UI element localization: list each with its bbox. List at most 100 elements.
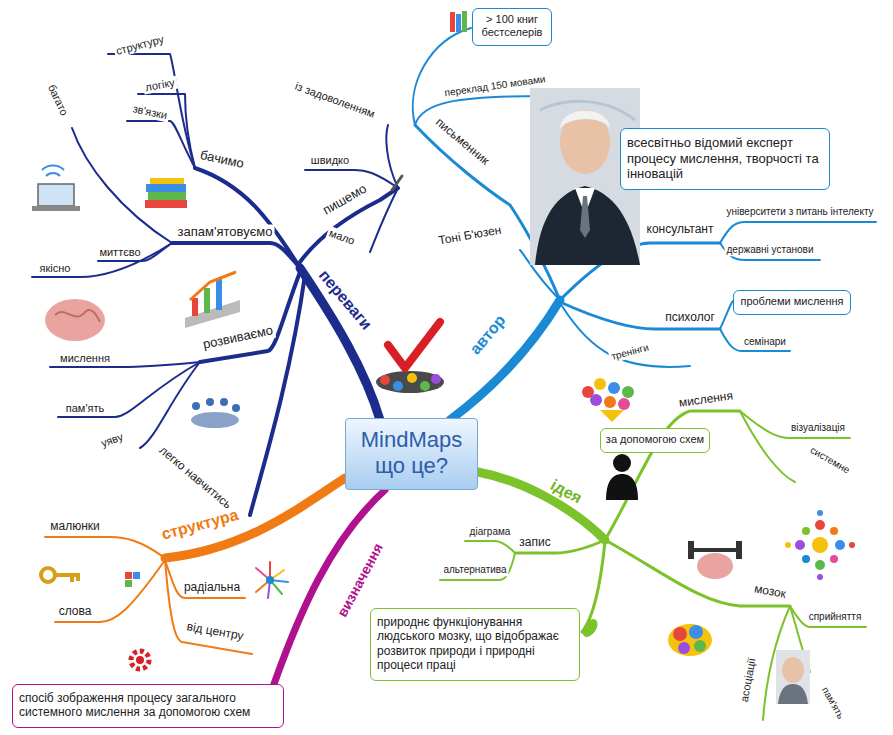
leaf-label: бачимо [197, 148, 247, 173]
leaf-label: зв'язки [130, 102, 171, 122]
thinking-man-photo [778, 684, 808, 704]
leaf-label: запам'ятовуємо [176, 225, 275, 240]
leaf-label: пам'ять [64, 402, 106, 415]
branch-lines-blue [720, 329, 790, 351]
leaf-label: візуалізація [789, 422, 847, 434]
ideas-cloud-icon [590, 394, 602, 406]
text-box: за допомогою схем [600, 428, 710, 453]
text-box: > 100 книг бестселерів [472, 8, 552, 46]
chart-icon [204, 288, 210, 313]
structure-icon [125, 572, 140, 587]
books-icon [456, 14, 461, 32]
leaf-label: мислення [676, 389, 736, 411]
books-stack-icon [146, 184, 186, 192]
chart-icon [185, 272, 240, 328]
people-icon [220, 398, 228, 406]
brain-weights-icon [736, 541, 742, 559]
people-icon [192, 402, 200, 410]
leaf-icon [579, 616, 600, 639]
ideas-cloud-icon [622, 386, 634, 398]
thinking-man-photo [776, 650, 810, 704]
central-topic-text: MindMaps що це? [354, 427, 469, 480]
box-text: проблеми мислення [738, 295, 846, 308]
starburst-icon [815, 560, 825, 570]
branch-lines-green [440, 553, 515, 580]
branch-lines-blue [413, 28, 471, 125]
structure-icon [133, 572, 140, 579]
starburst-icon [830, 527, 838, 535]
text-box: проблеми мислення [733, 290, 851, 315]
pen-icon [392, 176, 402, 190]
branch-connector [274, 490, 385, 684]
ideas-cloud-icon [594, 378, 606, 390]
leaf-label: Тоні Б'юзен [436, 223, 505, 248]
leaf-label: консультант [645, 223, 716, 237]
branch-lines-orange [45, 478, 345, 654]
branch-lines-orange [165, 560, 252, 654]
ideas-cloud-icon [608, 382, 620, 394]
leaf-label: університети з питань інтелекту [724, 206, 875, 218]
books-stack-icon [148, 192, 186, 200]
brain-weights-icon [688, 541, 694, 559]
box-text: природнє функціонування людського мозку,… [377, 615, 573, 673]
branch-lines-orange [55, 560, 165, 622]
starburst-icon [802, 555, 810, 563]
books-stack-icon [150, 178, 184, 184]
laptop-icon [42, 166, 64, 171]
chart-icon [216, 278, 222, 310]
checkmark-icon [407, 373, 417, 383]
starburst-icon [817, 574, 823, 580]
laptop-icon [46, 173, 60, 176]
gear-icon [131, 651, 149, 669]
leaf-label: малюнки [48, 520, 102, 534]
leaf-label: швидко [309, 154, 351, 167]
person-silhouette [606, 454, 638, 500]
checkmark-icon [393, 381, 403, 391]
leaf-label: мислення [58, 352, 112, 365]
branch-lines-green [740, 411, 795, 482]
starburst-icon [835, 540, 845, 550]
books-stack-icon [145, 200, 187, 208]
leaf-label: пишемо [319, 180, 372, 219]
key-icon [55, 575, 80, 582]
leaf-label: легко навчитись [155, 443, 236, 514]
checkmark-icon [376, 322, 444, 393]
leaf-label: семінари [742, 336, 788, 348]
leaf-label: альтернатива [441, 564, 508, 576]
leaf-label: психолог [663, 311, 717, 325]
brain-icon [45, 299, 105, 341]
branch-lines-navy [58, 362, 200, 417]
people-icon [191, 412, 239, 428]
brain-weights-icon [688, 541, 742, 579]
chart-icon [190, 272, 236, 300]
books-icon [450, 12, 455, 32]
branch-lines-orange [165, 560, 245, 598]
leaf-label: діаграма [468, 526, 513, 538]
leaf-label: переклад 150 мовами [442, 73, 548, 99]
leaf-label: миттєво [97, 246, 142, 259]
brain-weights-icon [690, 548, 740, 552]
leaf-label: розвиваємо [200, 323, 277, 353]
laptop-icon [32, 166, 80, 212]
gear-icon [136, 656, 144, 664]
color-brain-icon [678, 642, 690, 654]
branch-lines-navy [108, 54, 195, 168]
leaf-label: системне [807, 443, 854, 477]
pen-icon [392, 176, 402, 190]
leaf-icon [579, 616, 600, 639]
leaf-label: із задоволенням [291, 79, 378, 121]
thinking-man-photo [776, 650, 810, 704]
starburst-icon [812, 537, 828, 553]
books-icon [450, 11, 467, 32]
radial-mini-map [256, 562, 288, 598]
books-stack-icon [145, 178, 187, 208]
starburst-icon [849, 542, 855, 548]
radial-mini-map [266, 576, 274, 584]
box-text: > 100 книг бестселерів [477, 13, 547, 39]
leaf-label: мозок [751, 582, 789, 602]
checkmark-icon [420, 381, 430, 391]
leaf-label: державні установи [725, 244, 816, 256]
leaf-label: логіку [142, 76, 177, 94]
box-text: спосіб зображення процесу загального сис… [19, 691, 277, 720]
branch-label: автор [465, 310, 511, 360]
